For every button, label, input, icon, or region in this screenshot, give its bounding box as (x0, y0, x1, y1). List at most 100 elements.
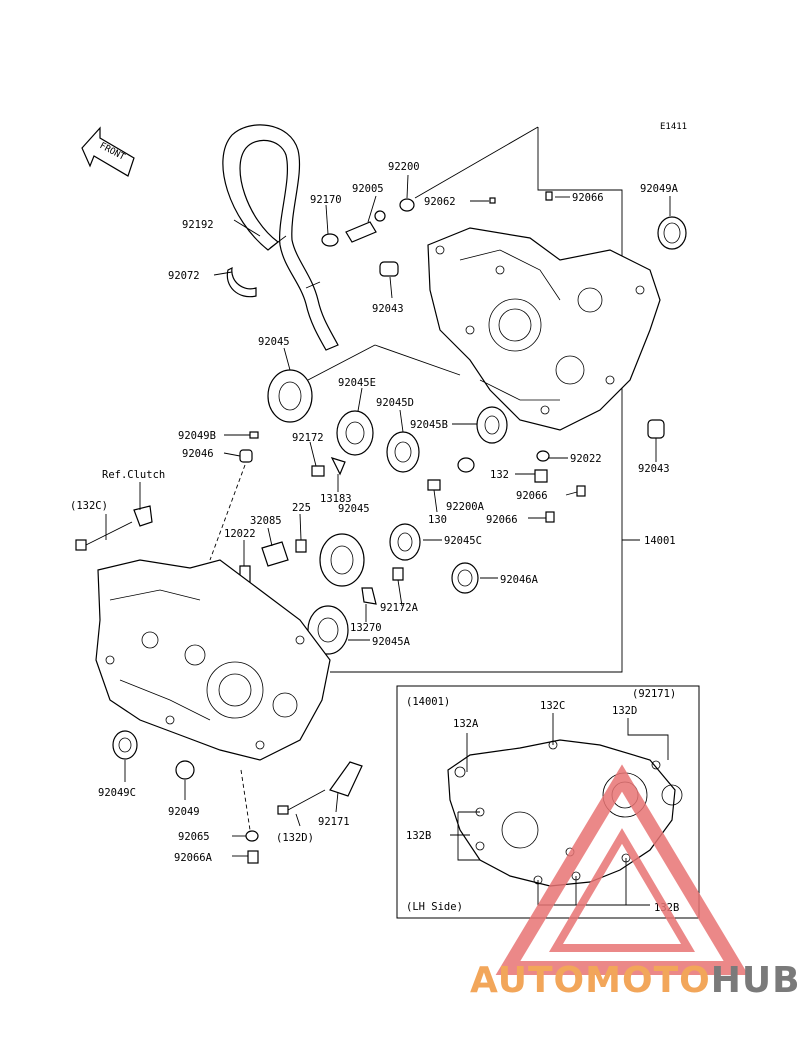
label-92022: 92022 (570, 453, 602, 465)
label-92192: 92192 (182, 219, 214, 231)
bearing-92045A (307, 605, 349, 655)
label-132C-paren: (132C) (70, 500, 108, 512)
guide-92171 (329, 761, 363, 797)
label-92045-mid: 92045 (338, 503, 370, 515)
label-92049C: 92049C (98, 787, 136, 799)
bolt-92172 (311, 465, 325, 477)
inset-label-132A: 132A (453, 718, 479, 730)
label-12022: 12022 (224, 528, 256, 540)
label-92065: 92065 (178, 831, 210, 843)
plug-92022 (536, 450, 550, 462)
part-labels: 92200 92005 92170 92192 92062 92066 9204… (70, 161, 679, 864)
seal-92046 (239, 449, 253, 463)
label-92172A: 92172A (380, 602, 419, 614)
label-92066-mid: 92066 (516, 490, 548, 502)
label-130: 130 (428, 514, 447, 526)
bearing-92045D (386, 431, 420, 473)
plate-32085 (261, 541, 289, 567)
label-92046: 92046 (182, 448, 214, 460)
label-92049B: 92049B (178, 430, 216, 442)
label-132D-paren: (132D) (276, 832, 314, 844)
label-92045B: 92045B (410, 419, 448, 431)
plug-92066A (247, 850, 259, 864)
label-92170: 92170 (310, 194, 342, 206)
leader-14001-frame (330, 127, 623, 673)
label-92172-a: 92172 (292, 432, 324, 444)
bolt-132 (534, 469, 548, 483)
label-92049: 92049 (168, 806, 200, 818)
bearing-92045-top (267, 369, 313, 423)
watermark-part2: HUB (710, 960, 800, 1001)
label-13270: 13270 (350, 622, 382, 634)
label-92200A: 92200A (446, 501, 485, 513)
seal-92049 (175, 760, 195, 780)
label-92171: 92171 (318, 816, 350, 828)
label-32085: 32085 (250, 515, 282, 527)
washer-92065 (245, 830, 259, 842)
stopper-13183 (330, 457, 346, 476)
front-arrow-icon: FRONT (81, 126, 135, 177)
seal-92049A (657, 216, 687, 250)
inset-label-132D: 132D (612, 705, 637, 717)
leader-lines (105, 174, 671, 857)
inset-ref-92171: (92171) (632, 688, 676, 700)
pin-92066-top (545, 191, 553, 201)
label-92072: 92072 (168, 270, 200, 282)
label-92200: 92200 (388, 161, 420, 173)
bearing-92045B (476, 406, 508, 444)
watermark-logo: AUTOMOTOHUB (470, 960, 800, 1010)
label-92066-low: 92066 (486, 514, 518, 526)
label-225: 225 (292, 502, 311, 514)
label-92045C: 92045C (444, 535, 482, 547)
bolt-132C (75, 521, 133, 551)
dowel-92043 (379, 261, 399, 277)
label-92045-top: 92045 (258, 336, 290, 348)
right-crankcase (427, 227, 661, 431)
label-92005: 92005 (352, 183, 384, 195)
pin-92062 (489, 197, 496, 204)
label-13183: 13183 (320, 493, 352, 505)
label-92045A: 92045A (372, 636, 411, 648)
ref-clutch-label: Ref.Clutch (102, 469, 165, 481)
label-92046A: 92046A (500, 574, 539, 586)
inset-label-132B-left: 132B (406, 830, 431, 842)
inset-label-132C: 132C (540, 700, 565, 712)
watermark-part1: AUTOMOTO (470, 960, 711, 1001)
inset-side-label: (LH Side) (406, 901, 463, 913)
clamp-92170 (321, 233, 339, 247)
bearing-92045E (336, 410, 374, 456)
label-14001: 14001 (644, 535, 676, 547)
bearing-92045C (389, 523, 421, 561)
stopper-13270 (361, 587, 377, 605)
left-crankcase (95, 559, 331, 761)
washer-92049B (249, 431, 259, 439)
bolt-225 (295, 539, 307, 553)
inset-ref: (14001) (406, 696, 450, 708)
breather-hose (222, 124, 339, 351)
pin-92066 (576, 485, 586, 497)
seal-92049C (112, 730, 138, 760)
label-132-mid: 132 (490, 469, 509, 481)
diagram-code: E1411 (660, 122, 687, 132)
dowel-92043-right (647, 419, 665, 439)
watermark-triangle-icon (495, 764, 749, 975)
pin-92066-low (545, 511, 555, 523)
label-92043-top: 92043 (372, 303, 404, 315)
label-92043-right: 92043 (638, 463, 670, 475)
label-92066A: 92066A (174, 852, 213, 864)
bolt-132D (277, 789, 326, 815)
bolt-92172A (392, 567, 404, 581)
clip-92072 (226, 266, 257, 298)
label-92062: 92062 (424, 196, 456, 208)
fitting-92005 (345, 221, 377, 243)
label-92066-top: 92066 (572, 192, 604, 204)
label-92045E: 92045E (338, 377, 376, 389)
label-92045D: 92045D (376, 397, 414, 409)
washer-92200 (399, 198, 415, 212)
label-92049A: 92049A (640, 183, 679, 195)
bolt-130 (427, 479, 441, 491)
ref-clutch-part (133, 505, 153, 527)
bearing-92045-mid (319, 533, 365, 587)
seal-92046A (451, 562, 479, 594)
